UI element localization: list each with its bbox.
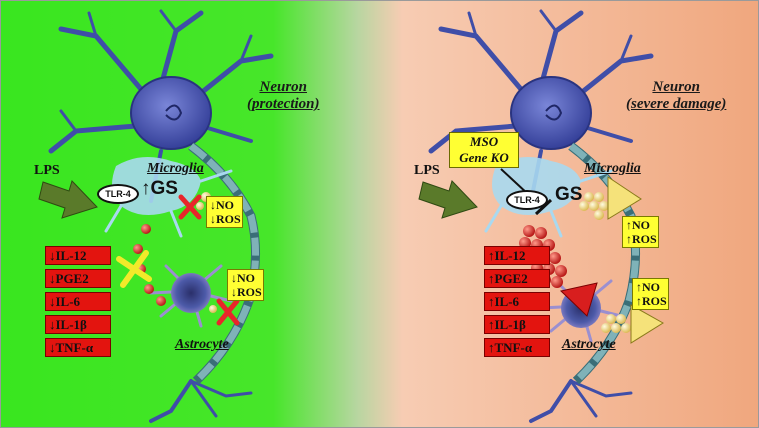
right-lps-arrow	[418, 180, 478, 219]
right-red-arrow	[559, 282, 598, 317]
left-cytokine-pge2: ↓PGE2	[45, 269, 111, 288]
right-neuron-title-line2: (severe damage)	[626, 96, 727, 112]
left-neuron-title: Neuron (protection)	[247, 79, 320, 113]
right-microglia-yellow-arrow	[607, 176, 642, 220]
right-gs-label: GS	[555, 184, 583, 205]
left-cytokine-tnfa: ↓TNF-α	[45, 338, 111, 357]
right-neuron	[418, 9, 664, 423]
right-neuron-title-line1: Neuron	[652, 79, 700, 95]
left-lps-label: LPS	[34, 163, 60, 178]
right-astrocyte-ros: ↑ROS	[636, 294, 667, 308]
inhibitor-gene-ko: Gene KO	[459, 150, 509, 165]
right-cytokine-il12: ↑IL-12	[484, 246, 550, 265]
left-microglia-block-cross	[178, 194, 202, 220]
left-astrocyte-label: Astrocyte	[175, 337, 229, 352]
left-astrocyte-no: ↓NO	[231, 271, 255, 285]
left-microglia-label: Microglia	[147, 161, 204, 176]
right-astrocyte-label: Astrocyte	[562, 337, 616, 352]
right-microglia-label: Microglia	[584, 161, 641, 176]
left-tlr4-receptor: TLR-4	[97, 184, 139, 204]
left-neuron-title-line1: Neuron	[259, 79, 307, 95]
left-cytokine-list: ↓IL-12 ↓PGE2 ↓IL-6 ↓IL-1β ↓TNF-α	[45, 246, 111, 361]
left-neuron	[38, 9, 274, 423]
right-tlr4-receptor: TLR-4	[506, 190, 548, 210]
left-microglia-no: ↓NO	[210, 198, 234, 212]
left-microglia-output: ↓NO ↓ROS	[206, 196, 243, 228]
left-microglia-ros: ↓ROS	[210, 212, 241, 226]
right-neuron-title: Neuron (severe damage)	[626, 79, 726, 113]
left-lps-arrow	[38, 180, 98, 219]
right-lps-label: LPS	[414, 163, 440, 178]
inhibitor-mso: MSO	[469, 134, 499, 149]
left-particle-block-cross	[116, 250, 152, 288]
right-microglia-yellow-particles	[579, 192, 609, 220]
right-astrocyte-no: ↑NO	[636, 280, 660, 294]
right-microglia-output: ↑NO ↑ROS	[622, 216, 659, 248]
right-cytokine-list: ↑IL-12 ↑PGE2 ↑IL-6 ↑IL-1β ↑TNF-α	[484, 246, 550, 361]
right-cytokine-il6: ↑IL-6	[484, 292, 550, 311]
right-cytokine-pge2: ↑PGE2	[484, 269, 550, 288]
left-cytokine-il12: ↓IL-12	[45, 246, 111, 265]
left-astrocyte-ros: ↓ROS	[231, 285, 262, 299]
left-neuron-title-line2: (protection)	[247, 96, 320, 112]
right-astrocyte-output: ↑NO ↑ROS	[632, 278, 669, 310]
left-astrocyte-block-cross	[216, 298, 240, 326]
inhibitor-box: MSO Gene KO	[449, 132, 519, 168]
left-cytokine-il6: ↓IL-6	[45, 292, 111, 311]
right-astrocyte-yellow-particles	[601, 314, 631, 333]
right-astrocyte-yellow-arrow	[630, 304, 664, 344]
right-cytokine-tnfa: ↑TNF-α	[484, 338, 550, 357]
left-cytokine-il1b: ↓IL-1β	[45, 315, 111, 334]
right-microglia-no: ↑NO	[626, 218, 650, 232]
left-red-particles	[133, 224, 166, 306]
inhibition-bar	[534, 198, 553, 216]
left-astrocyte-output: ↓NO ↓ROS	[227, 269, 264, 301]
right-cytokine-il1b: ↑IL-1β	[484, 315, 550, 334]
left-gs-label: ↑GS	[141, 178, 178, 199]
right-microglia-ros: ↑ROS	[626, 232, 657, 246]
